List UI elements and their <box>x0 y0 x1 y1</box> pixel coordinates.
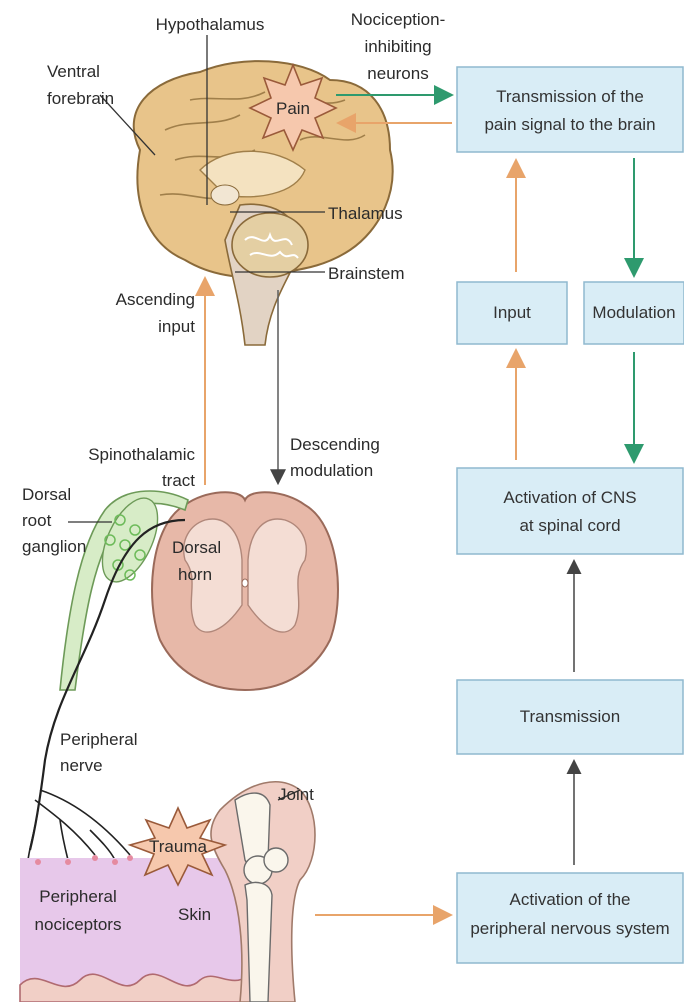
trauma-label: Trauma <box>149 837 207 856</box>
hypothalamus-label: Hypothalamus <box>156 15 265 34</box>
ascending-input-label-2: input <box>158 317 195 336</box>
spinal-cord-cross-section <box>152 492 338 690</box>
spinothalamic-label-1: Spinothalamic <box>88 445 195 464</box>
box-transmission-brain-line2: pain signal to the brain <box>484 115 655 134</box>
ventral-forebrain-label-1: Ventral <box>47 62 100 81</box>
box-activation-cns: Activation of CNS at spinal cord <box>457 468 683 554</box>
box-activation-pns-line1: Activation of the <box>510 890 631 909</box>
peripheral-nerve-label-2: nerve <box>60 756 103 775</box>
nociceptor-branches <box>28 790 130 860</box>
peripheral-nerve-label-1: Peripheral <box>60 730 138 749</box>
skin-label: Skin <box>178 905 211 924</box>
box-transmission-brain: Transmission of the pain signal to the b… <box>457 67 683 152</box>
box-activation-pns: Activation of the peripheral nervous sys… <box>457 873 683 963</box>
joint-label: Joint <box>278 785 314 804</box>
dorsal-root-label-3: ganglion <box>22 537 86 556</box>
ventral-forebrain-label-2: forebrain <box>47 89 114 108</box>
box-activation-pns-line2: peripheral nervous system <box>470 919 669 938</box>
nociception-label-1: Nociception- <box>351 10 446 29</box>
nociception-label-3: neurons <box>367 64 428 83</box>
box-transmission: Transmission <box>457 680 683 754</box>
descending-modulation-label-2: modulation <box>290 461 373 480</box>
box-transmission-label: Transmission <box>520 707 620 726</box>
box-modulation: Modulation <box>584 282 684 344</box>
brainstem-label: Brainstem <box>328 264 405 283</box>
box-modulation-label: Modulation <box>592 303 675 322</box>
box-input-label: Input <box>493 303 531 322</box>
dorsal-root-label-1: Dorsal <box>22 485 71 504</box>
peripheral-nociceptors-label-2: nociceptors <box>35 915 122 934</box>
cerebellum <box>232 213 308 277</box>
thalamus-label: Thalamus <box>328 204 403 223</box>
box-activation-cns-line1: Activation of CNS <box>503 488 636 507</box>
dorsal-root-label-2: root <box>22 511 52 530</box>
pain-label: Pain <box>276 99 310 118</box>
box-input: Input <box>457 282 567 344</box>
nociception-label-2: inhibiting <box>364 37 431 56</box>
spinothalamic-label-2: tract <box>162 471 195 490</box>
box-transmission-brain-line1: Transmission of the <box>496 87 644 106</box>
dorsal-horn-label-2: horn <box>178 565 212 584</box>
ascending-input-label-1: Ascending <box>116 290 195 309</box>
dorsal-horn-label-1: Dorsal <box>172 538 221 557</box>
descending-modulation-label-1: Descending <box>290 435 380 454</box>
peripheral-nociceptors-label-1: Peripheral <box>39 887 117 906</box>
box-activation-cns-line2: at spinal cord <box>519 516 620 535</box>
